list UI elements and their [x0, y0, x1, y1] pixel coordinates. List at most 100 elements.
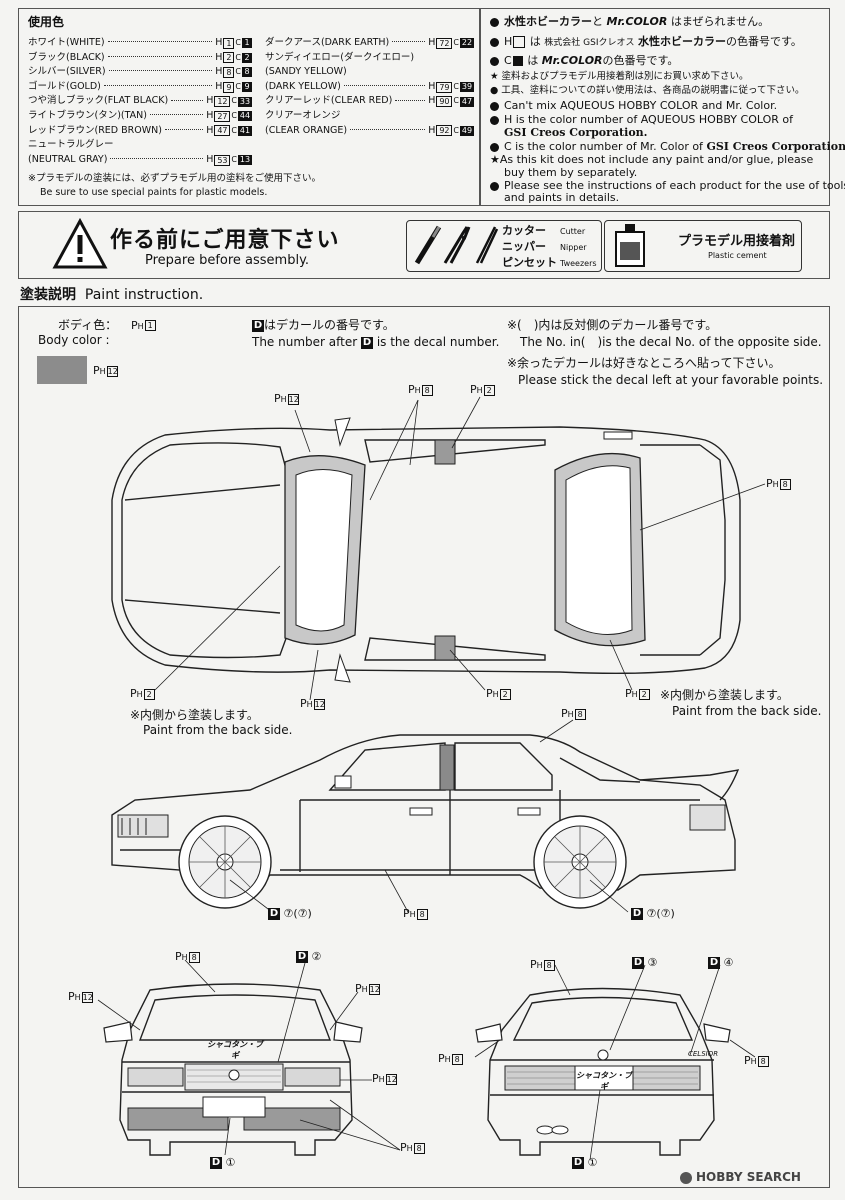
opposite-note-en: The No. in( )is the decal No. of the opp… — [520, 335, 822, 349]
h-code: 12 — [214, 96, 231, 108]
color-name: サンディイエロー(ダークイエロー) — [265, 51, 415, 63]
c-code: 2 — [242, 52, 252, 63]
note-line-1: 水性ホビーカラーと Mr.COLOR はまぜられません。 — [490, 14, 769, 29]
color-right-row: クリアーオレンジ — [265, 109, 475, 124]
c-code: 9 — [242, 82, 252, 93]
colors-used-title: 使用色 — [28, 15, 65, 29]
color-name: ブラック(BLACK) — [28, 51, 105, 63]
h-code: 72 — [436, 37, 453, 49]
color-name: (CLEAR ORANGE) — [265, 124, 348, 136]
tools-box — [406, 220, 602, 272]
color-name: (NEUTRAL GRAY) — [28, 153, 108, 165]
note-en-1: Can't mix AQUEOUS HOBBY COLOR and Mr. Co… — [490, 98, 777, 113]
color-name: ライトブラウン(タン)(TAN) — [28, 109, 147, 121]
color-name: クリアーレッド(CLEAR RED) — [265, 95, 393, 107]
tool-name-en: Cutter — [560, 227, 586, 236]
c-code: 22 — [460, 38, 474, 49]
callout-rear-decal-1: D ① — [572, 1156, 598, 1169]
c-code: 39 — [460, 82, 474, 93]
tools-icon — [414, 225, 499, 265]
paint-notes-panel — [480, 8, 830, 206]
color-name: ホワイト(WHITE) — [28, 37, 105, 48]
note-line-4: ★ 塗料およびプラモデル用接着剤は別にお買い求め下さい。 — [490, 71, 749, 82]
cement-box — [604, 220, 802, 272]
tool-name-jp: ピンセット — [502, 256, 557, 269]
leftover-note-en: Please stick the decal left at your favo… — [518, 373, 824, 387]
cement-en: Plastic cement — [708, 251, 767, 260]
callout-rear-decal-4: D ④ — [708, 956, 734, 969]
tool-name-jp: カッター — [502, 224, 546, 237]
color-name: ゴールド(GOLD) — [28, 80, 101, 92]
prepare-title-en: Prepare before assembly. — [145, 253, 310, 268]
color-right-row: (SANDY YELLOW) — [265, 65, 475, 80]
body-color-en: Body color : — [38, 333, 110, 347]
h-code: 1 — [223, 37, 235, 49]
c-code: 1 — [242, 38, 252, 49]
color-name: (DARK YELLOW) — [265, 80, 341, 92]
note-en-8: and paints in details. — [504, 191, 620, 204]
h-code: 9 — [223, 81, 235, 93]
back-note-rear-jp: ※内側から塗装します。 — [660, 688, 789, 702]
decal-note-en: The number after D is the decal number. — [252, 335, 500, 349]
car-rear-view — [474, 964, 756, 1161]
callout-side-wheel-front: D ⑦(⑦) — [268, 907, 312, 920]
note-en-6: buy them by separately. — [504, 166, 638, 179]
h-code: 8 — [223, 66, 235, 78]
note-line-2: H は 株式会社 GSIクレオス 水性ホビーカラーの色番号です。 — [490, 34, 802, 51]
leftover-note-jp: ※余ったデカールは好きなところへ貼って下さい。 — [507, 356, 781, 370]
note-en-2: H is the color number of AQUEOUS HOBBY C… — [490, 112, 793, 127]
gray-swatch — [37, 356, 87, 384]
prepare-title-jp: 作る前にご用意下さい — [110, 228, 340, 253]
c-code: 44 — [238, 111, 252, 122]
callout-front-decal-2: D ② — [296, 950, 322, 963]
h-code: 92 — [436, 125, 453, 137]
h-code: 2 — [223, 52, 235, 64]
h-code: 90 — [436, 96, 453, 108]
h-code: 47 — [214, 125, 231, 137]
tool-item: カッター Cutter — [502, 223, 597, 239]
h-code: 27 — [214, 110, 231, 122]
c-code: 41 — [238, 125, 252, 136]
color-name: ニュートラルグレー — [28, 139, 114, 151]
cement-bottle-icon — [615, 224, 645, 267]
tool-name-en: Tweezers — [560, 259, 597, 268]
car-front-view — [97, 959, 401, 1156]
color-name: クリアーオレンジ — [265, 109, 341, 121]
c-code: 49 — [460, 125, 474, 136]
celsior-badge: CELSIOR — [688, 1050, 719, 1058]
back-note-front-en: Paint from the back side. — [143, 723, 293, 737]
c-code: 33 — [238, 96, 252, 107]
color-name: つや消しブラック(FLAT BLACK) — [28, 95, 169, 107]
color-right-row: サンディイエロー(ダークイエロー) — [265, 51, 475, 66]
color-name: (SANDY YELLOW) — [265, 66, 347, 78]
watermark: HOBBY SEARCH — [680, 1170, 801, 1184]
paint-instruction-panel — [18, 306, 830, 1188]
note-en-7: Please see the instructions of each prod… — [490, 178, 845, 193]
plate-rear-text: シャコタン・ブギ — [576, 1071, 632, 1091]
